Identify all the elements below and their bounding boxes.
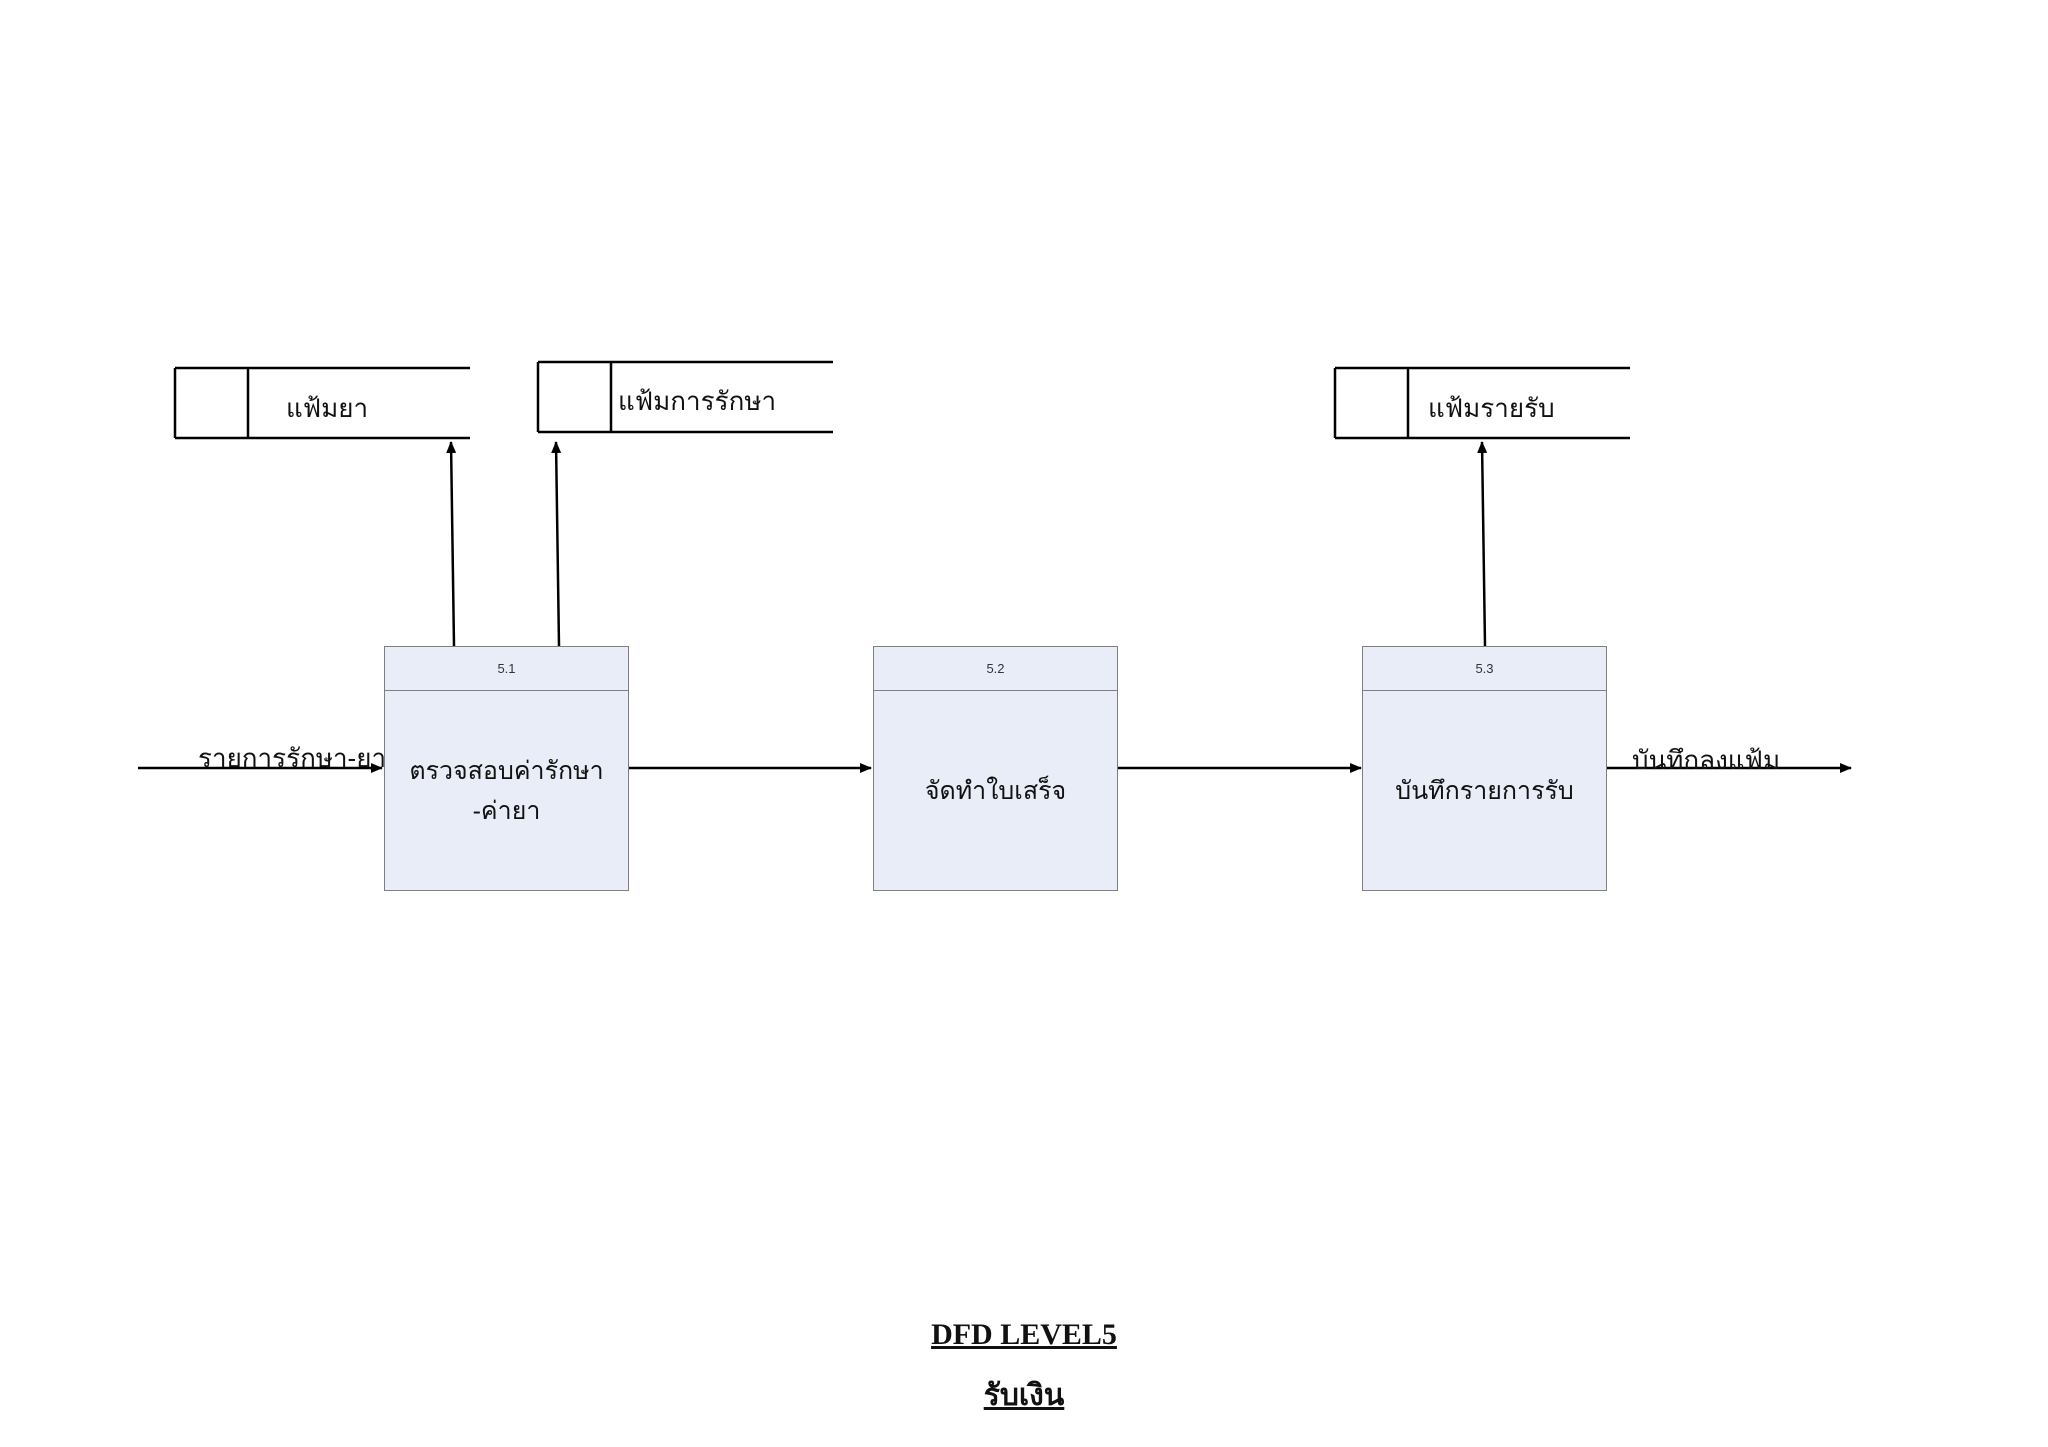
process-5-2: 5.2 จัดทำใบเสร็จ: [873, 646, 1118, 891]
flow-arrow-5-1-to-drug-file: [446, 441, 457, 647]
flow-arrow-5-3-to-income-file: [1477, 441, 1488, 647]
process-5-2-id: 5.2: [874, 647, 1117, 691]
data-store-treatment-file-label: แฟ้มการรักษา: [618, 386, 777, 416]
flow-label-output: บันทึกลงแฟ้ม: [1632, 745, 1781, 775]
process-5-3: 5.3 บันทึกรายการรับ: [1362, 646, 1607, 891]
data-store-treatment-file-shape: [536, 360, 833, 434]
diagram-subtitle: รับเงิน: [983, 1379, 1065, 1412]
data-store-drug-file-label: แฟ้มยา: [286, 393, 369, 423]
flow-label-input: รายการรักษา-ยา: [198, 743, 387, 773]
flow-arrow-5-1-to-treatment-file: [551, 441, 562, 647]
data-store-income-file-shape: [1333, 366, 1630, 440]
process-5-2-name: จัดทำใบเสร็จ: [924, 776, 1067, 805]
process-5-1-name: ตรวจสอบค่ารักษา -ค่ายา: [409, 756, 604, 825]
process-5-1-id: 5.1: [385, 647, 628, 691]
process-5-3-id: 5.3: [1363, 647, 1606, 691]
diagram-title: DFD LEVEL5: [931, 1318, 1117, 1351]
process-5-3-name: บันทึกรายการรับ: [1395, 776, 1574, 805]
data-store-drug-file-shape: [173, 366, 470, 440]
data-store-income-file-label: แฟ้มรายรับ: [1428, 393, 1555, 423]
process-5-1: 5.1 ตรวจสอบค่ารักษา -ค่ายา: [384, 646, 629, 891]
